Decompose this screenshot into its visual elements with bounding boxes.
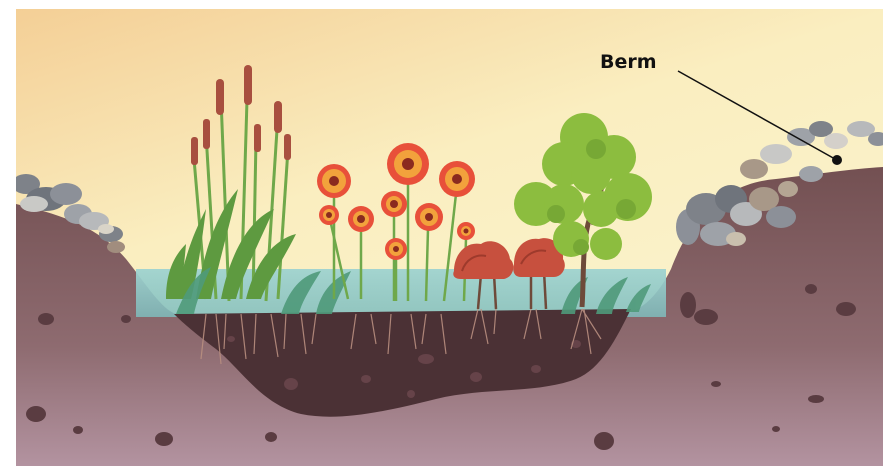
rain-garden-diagram: Berm — [16, 9, 883, 466]
berm-label: Berm — [600, 51, 657, 73]
dot-pointer-icon — [832, 155, 842, 165]
